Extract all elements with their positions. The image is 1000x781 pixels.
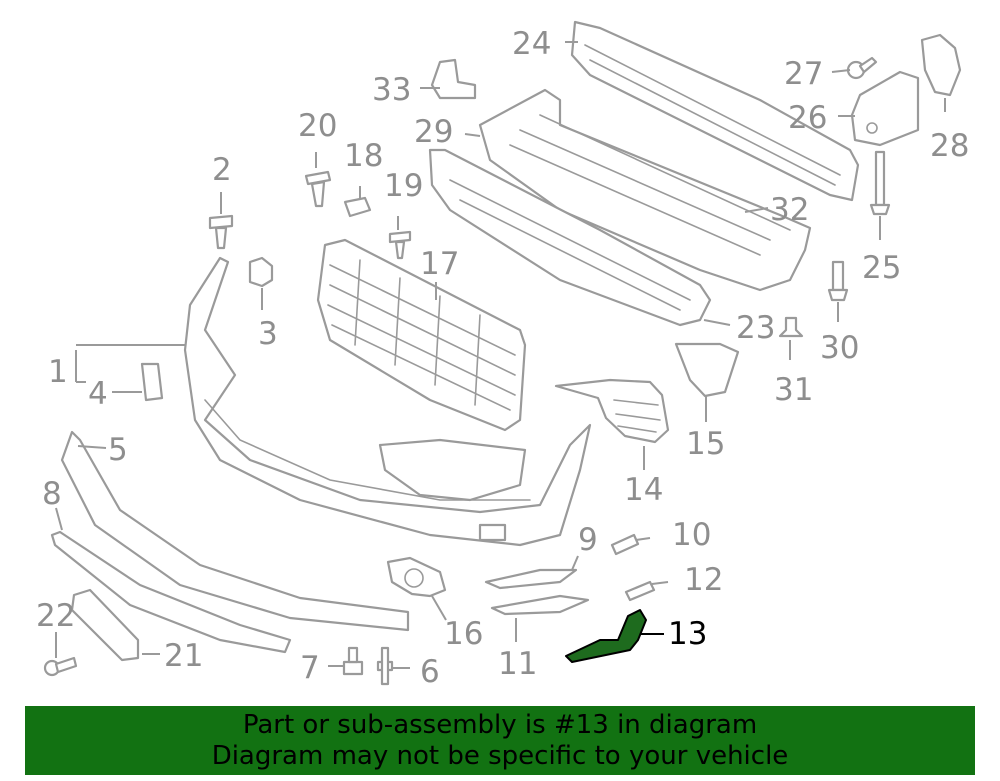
callout-12: 12 — [684, 562, 723, 598]
callout-8: 8 — [42, 476, 62, 512]
part-22-screw — [43, 656, 78, 677]
callout-30: 30 — [820, 330, 859, 366]
part-12-screw — [624, 580, 656, 602]
part-30-stud — [827, 260, 849, 302]
callout-10: 10 — [672, 517, 711, 553]
part-25-stud — [869, 150, 891, 216]
part-19-pin — [388, 230, 412, 260]
callout-4: 4 — [88, 376, 108, 412]
callout-3: 3 — [258, 316, 278, 352]
callout-numbers: 24 33 29 32 23 27 26 28 25 30 31 20 18 1… — [36, 26, 969, 690]
callout-32: 32 — [770, 192, 809, 228]
part-20-screw — [304, 170, 332, 208]
part-16-fog-bezel — [386, 556, 447, 598]
part-24-bumper-reinforcement — [570, 20, 860, 202]
part-4-clip — [140, 362, 164, 402]
callout-29: 29 — [414, 114, 453, 150]
callout-2: 2 — [212, 152, 232, 188]
callout-5: 5 — [108, 432, 128, 468]
callout-23: 23 — [736, 310, 775, 346]
part-17-grille — [316, 238, 527, 432]
part-9-trim — [484, 568, 578, 590]
callout-21: 21 — [164, 638, 203, 674]
callout-20: 20 — [298, 108, 337, 144]
leader-lines — [55, 41, 946, 669]
callout-1: 1 — [48, 354, 68, 390]
callout-31: 31 — [774, 372, 813, 408]
part-11-trim — [490, 594, 590, 616]
part-26-mount — [850, 70, 920, 147]
part-10-screw — [610, 533, 640, 556]
part-5-lower-trim — [60, 430, 410, 632]
part-8-spoiler — [50, 530, 292, 654]
part-6-pin — [376, 646, 394, 686]
part-31-clip — [778, 316, 804, 338]
banner-line-2: Diagram may not be specific to your vehi… — [211, 741, 789, 771]
part-3-grommet — [248, 256, 274, 288]
callout-24: 24 — [512, 26, 551, 62]
callout-6: 6 — [420, 654, 440, 690]
callout-16: 16 — [444, 616, 483, 652]
part-1-bumper-cover — [183, 256, 592, 547]
callout-33: 33 — [372, 72, 411, 108]
callout-17: 17 — [420, 246, 459, 282]
part-18-clip — [343, 196, 372, 218]
callout-9: 9 — [578, 522, 598, 558]
callout-13: 13 — [668, 616, 707, 652]
callout-7: 7 — [300, 650, 320, 686]
part-7-nut — [342, 646, 364, 676]
callout-27: 27 — [784, 56, 823, 92]
callout-11: 11 — [498, 646, 537, 682]
parts-diagram: 24 33 29 32 23 27 26 28 25 30 31 20 18 1… — [36, 20, 969, 690]
part-13-highlighted-bracket — [565, 609, 647, 663]
part-23-absorber — [428, 148, 712, 327]
part-28-bracket — [920, 33, 962, 97]
part-21-license-bracket — [70, 588, 140, 662]
callout-15: 15 — [686, 426, 725, 462]
callout-22: 22 — [36, 598, 75, 634]
callout-18: 18 — [344, 138, 383, 174]
callout-26: 26 — [788, 100, 827, 136]
part-33-bracket — [430, 58, 477, 100]
info-banner: Part or sub-assembly is #13 in diagram D… — [25, 706, 975, 775]
callout-28: 28 — [930, 128, 969, 164]
part-15-bracket — [674, 342, 740, 398]
part-14-air-duct — [554, 378, 670, 444]
part-27-bolt — [846, 56, 878, 80]
callout-25: 25 — [862, 250, 901, 286]
part-2-pin — [208, 214, 234, 250]
callout-19: 19 — [384, 168, 423, 204]
callout-14: 14 — [624, 472, 663, 508]
banner-line-1: Part or sub-assembly is #13 in diagram — [242, 710, 758, 740]
